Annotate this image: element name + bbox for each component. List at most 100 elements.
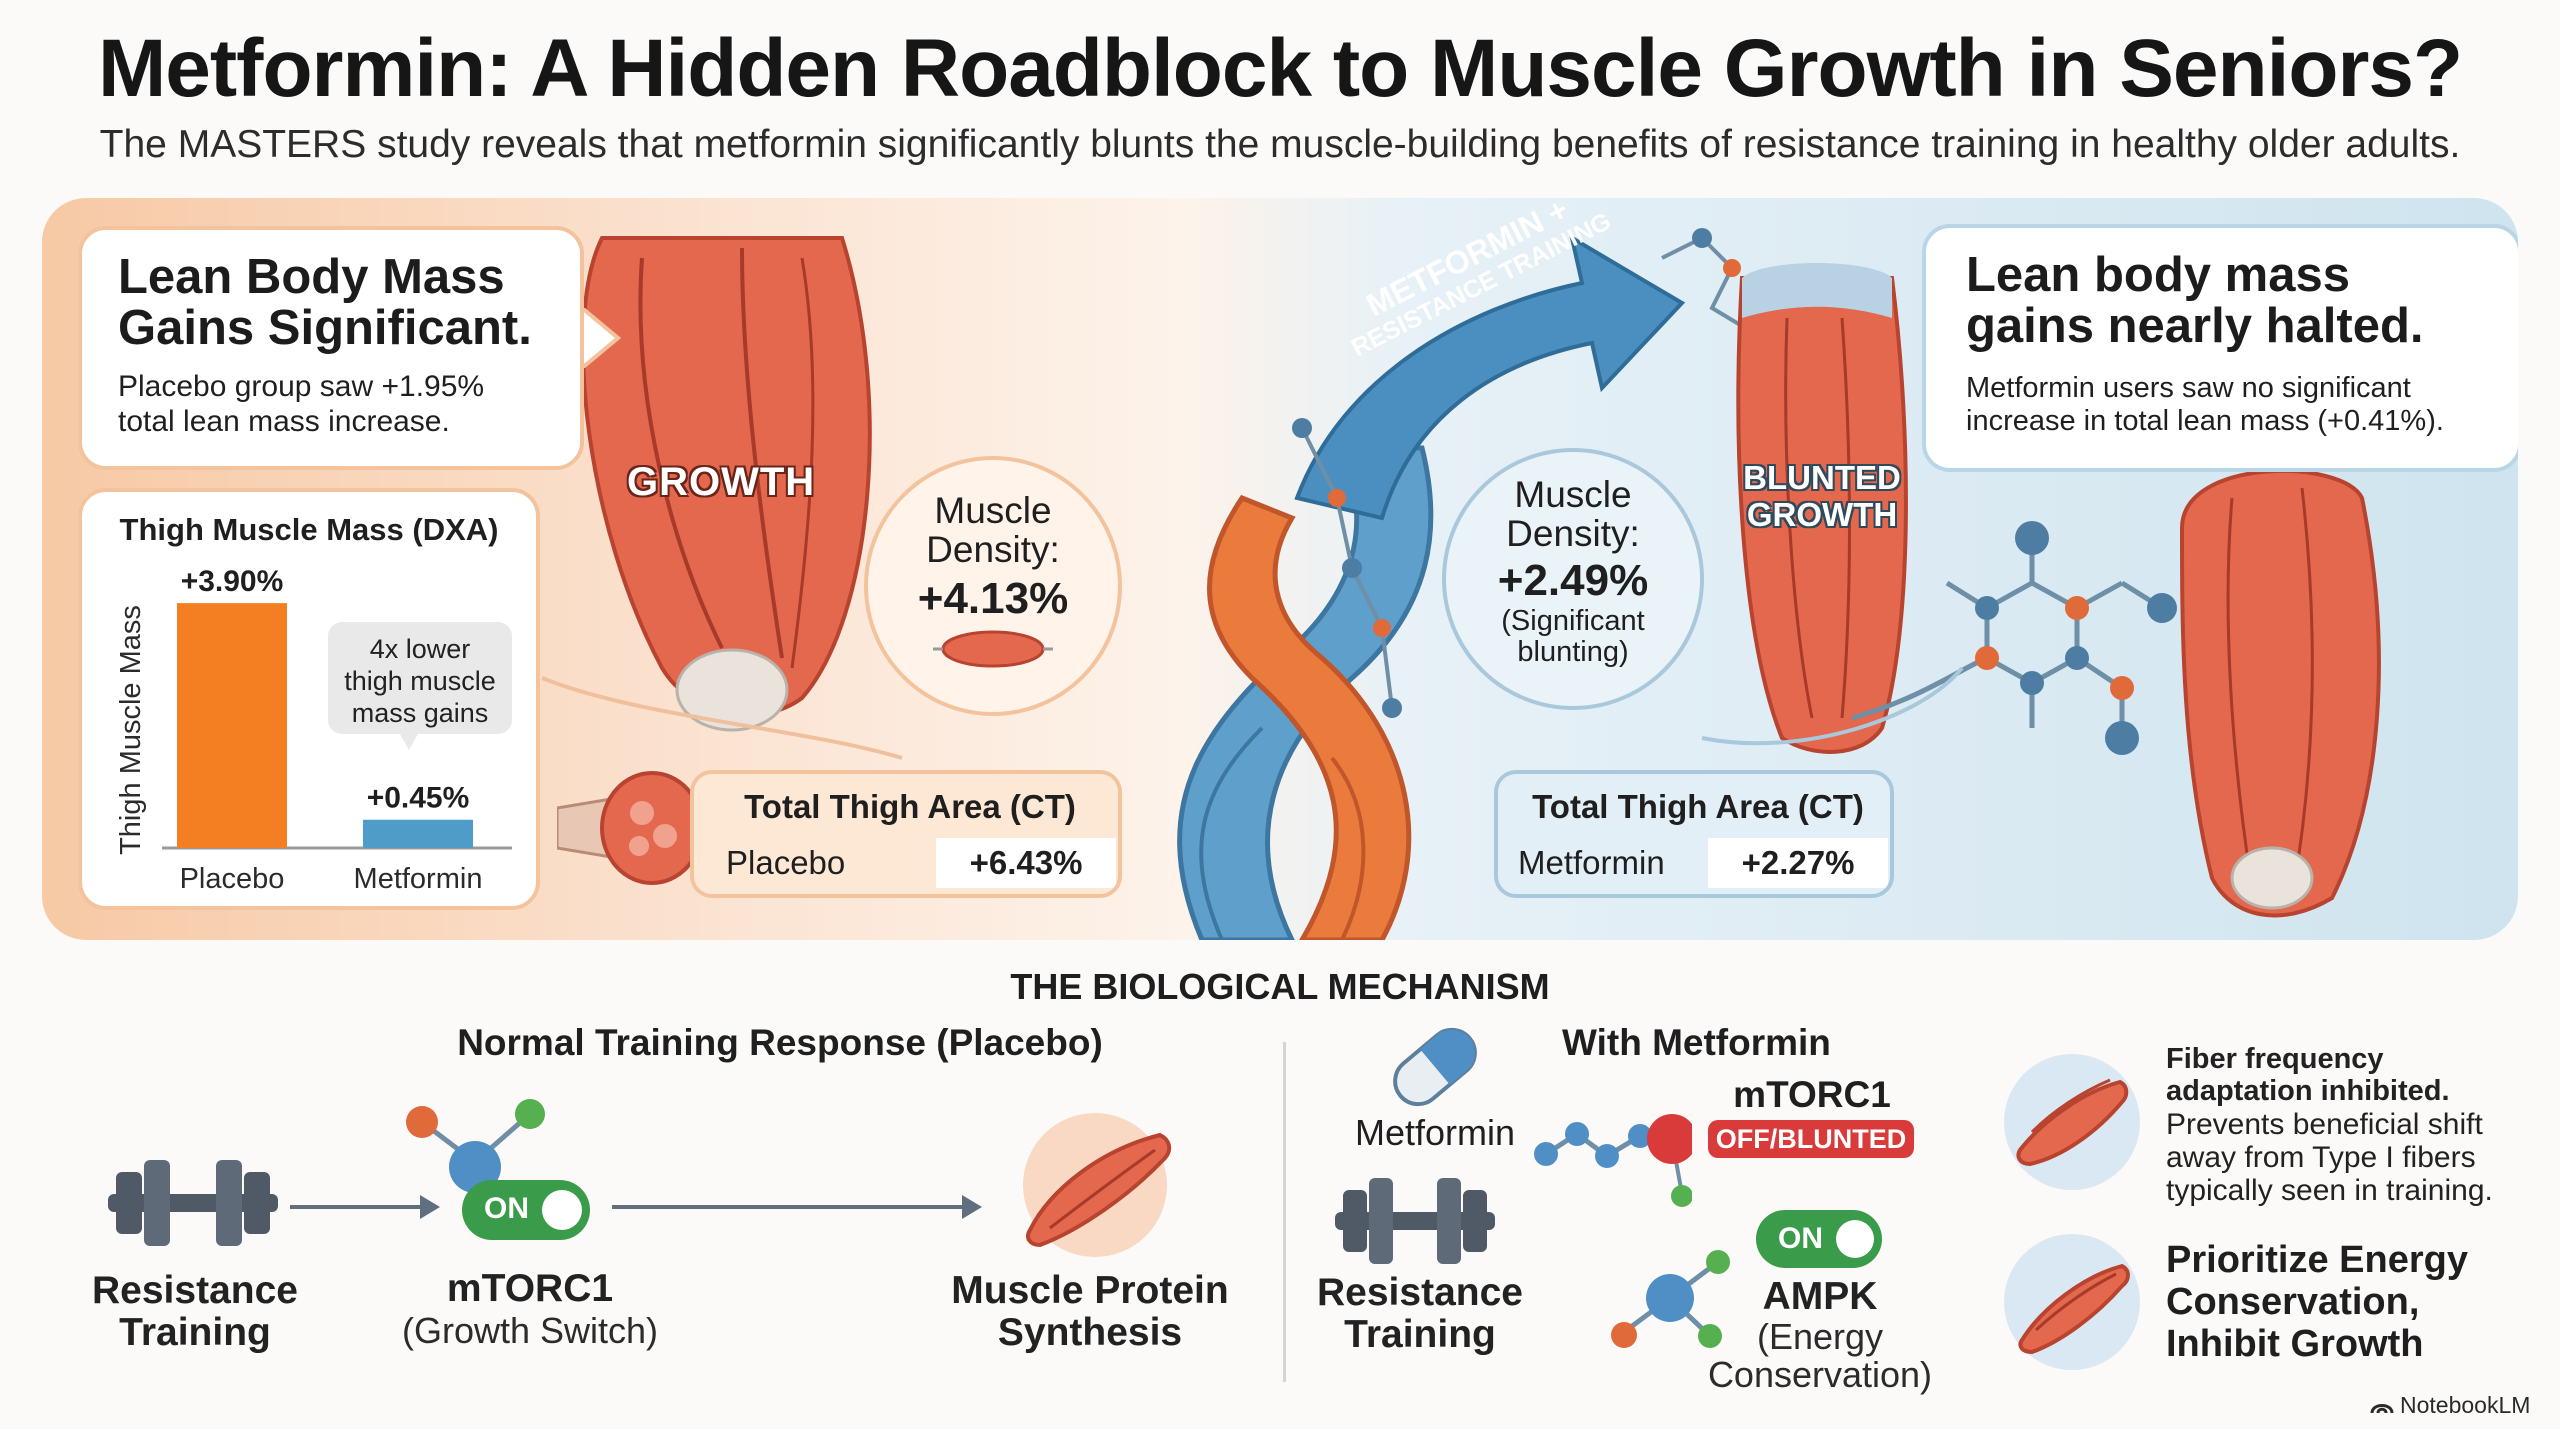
fiber-bold-line2: adaptation inhibited. [2166,1074,2450,1107]
metformin-lbm-text-line2: increase in total lean mass (+0.41%). [1966,405,2444,438]
metformin-density-note-line1: (Significant [1501,604,1645,637]
muscle-protein-icon [1023,1113,1172,1257]
fiber-text-line2: away from Type I fibers [2166,1140,2476,1174]
placebo-lbm-heading-line1: Lean Body Mass [118,250,505,304]
ampk-sub-line2: Conservation) [1707,1353,1933,1395]
prioritize-line3: Inhibit Growth [2166,1322,2424,1365]
metformin-density-note-line2: blunting) [1517,636,1629,668]
metformin-density-label-line1: Muscle [1514,474,1632,515]
blunted-growth-label-line2: GROWTH [1746,495,1898,533]
metformin-thigh-area-group: Metformin [1518,844,1665,881]
mps-label-line2: Synthesis [997,1310,1183,1354]
blunted-growth-label: BLUNTED GROWTH [1722,459,1922,534]
fiber-bold-line1: Fiber frequency [2166,1043,2384,1075]
metformin-thigh-area-box: Total Thigh Area (CT) Metformin +2.27% [1494,770,1894,898]
chart-data-label-metformin: +0.45% [367,782,470,815]
blunted-muscle-icon [1736,263,1908,754]
switch-knob [542,1190,582,1230]
mtorc1-on-switch[interactable]: ON [462,1180,590,1240]
growth-switch-label: (Growth Switch) [401,1310,659,1351]
page-subtitle: The MASTERS study reveals that metformin… [99,123,2461,166]
metformin-density-value: +2.49% [1497,555,1649,605]
thigh-cross-section-icon [557,771,704,885]
metformin-density-label-line2: Density: [1506,512,1640,554]
resistance-training-b-label-line1: Resistance [1317,1271,1523,1314]
ampk-on-switch[interactable]: ON [1756,1210,1882,1268]
prioritize-line2: Conservation, [2166,1280,2420,1323]
growth-label: GROWTH [627,460,816,504]
resistance-training-b-label: Resistance Training [1290,1272,1550,1355]
placebo-density-label-line2: Density: [926,528,1060,570]
chart-title: Thigh Muscle Mass (DXA) [120,512,499,547]
braided-fibers-icon [1177,445,1434,940]
mechanism-title: THE BIOLOGICAL MECHANISM [1010,966,1550,1007]
resistance-training-label-line2: Training [119,1310,271,1354]
normal-response-title: Normal Training Response (Placebo) [457,1022,1103,1063]
chart-canvas: Thigh Muscle Mass (DXA) Thigh Muscle Mas… [115,512,512,895]
metformin-lbm-text-line1: Metformin users saw no significant [1966,372,2411,404]
dumbbell-icon [108,1160,278,1246]
ampk-sub-line1: (Energy [1756,1316,1884,1357]
resistance-training-b-label-line2: Training [1344,1312,1496,1356]
mtorc1-on-label: ON [484,1192,529,1225]
chart-tick-label-metformin: Metformin [354,863,483,895]
chart-annotation-box [328,622,512,734]
muscle-fiber-icon [933,630,1053,668]
metformin-thigh-muscle-icon [2179,469,2381,918]
brand: NotebookLM [2370,1392,2530,1419]
metformin-density-bubble: Muscle Density: +2.49% (Significant blun… [1442,448,1704,710]
ampk-molecule-icon [1611,1250,1730,1348]
chart-y-axis-label: Thigh Muscle Mass [115,605,147,855]
off-blunted-badge: OFF/BLUNTED [1708,1120,1914,1158]
resistance-training-label-line1: Resistance [92,1269,298,1312]
mtorc1-blunted-molecule-icon [1534,1114,1692,1207]
placebo-thigh-muscle-icon [581,236,872,732]
metformin-lbm-callout: Lean body mass gains nearly halted. Metf… [1922,224,2518,472]
placebo-density-value: +4.13% [917,573,1069,623]
arrow-right-long-icon [612,1195,982,1219]
placebo-density-label-line1: Muscle [934,490,1052,531]
placebo-lbm-text-line2: total lean mass increase. [118,404,450,438]
placebo-density-bubble: Muscle Density: +4.13% [864,456,1122,716]
page-title: Metformin: A Hidden Roadblock to Muscle … [97,23,2463,114]
placebo-thigh-area-value: +6.43% [936,838,1116,888]
switch-knob-b [1836,1220,1874,1258]
brand-name: NotebookLM [2400,1392,2531,1418]
mps-label-line1: Muscle Protein [951,1269,1229,1312]
notebooklm-icon [2370,1403,2394,1413]
arrow-right-icon [290,1195,440,1219]
metformin-lbm-heading-line1: Lean body mass [1966,248,2350,302]
placebo-thigh-area-group: Placebo [726,844,846,881]
metformin-lbm-heading-line2: gains nearly halted. [1966,299,2424,354]
ampk-sub-label: (Energy Conservation) [1690,1318,1950,1394]
banner-illustration [541,228,2381,940]
fiber-muscle-icon [2004,1054,2140,1190]
inhibited-muscle-icon [2004,1234,2140,1370]
pill-icon [1393,1027,1477,1107]
chart-bar-metformin [363,819,473,848]
chart-data-label-placebo: +3.90% [181,565,284,598]
metformin-thigh-area-title: Total Thigh Area (CT) [1532,788,1864,825]
muscle-protein-synthesis-label: Muscle Protein Synthesis [930,1270,1250,1353]
metformin-arrow-icon [1294,233,1686,521]
chart-annotation-line3: mass gains [352,698,489,728]
thigh-muscle-chart: Thigh Muscle Mass (DXA) Thigh Muscle Mas… [78,488,540,910]
metformin-label: Metformin [1354,1112,1516,1153]
prioritize-text: Prioritize Energy Conservation, Inhibit … [2166,1239,2468,1365]
placebo-lbm-callout: Lean Body Mass Gains Significant. Placeb… [78,226,584,470]
placebo-thigh-area-box: Total Thigh Area (CT) Placebo +6.43% [690,770,1122,898]
chart-annotation-line2: thigh muscle [344,666,496,696]
ampk-label: AMPK [1762,1275,1878,1318]
mtorc1-label: mTORC1 [446,1267,614,1310]
resistance-training-label: Resistance Training [60,1270,330,1353]
fiber-frequency-text: Fiber frequency adaptation inhibited. Pr… [2166,1043,2493,1207]
fiber-text-line3: typically seen in training. [2166,1173,2493,1207]
mechanism-divider [1283,1042,1286,1382]
metformin-thigh-area-value: +2.27% [1708,838,1888,888]
mtorc1-b-label: mTORC1 [1733,1074,1891,1115]
placebo-thigh-area-title: Total Thigh Area (CT) [744,788,1076,825]
chart-annotation-line1: 4x lower [370,634,471,664]
placebo-lbm-heading-line2: Gains Significant. [118,301,532,356]
placebo-lbm-text-line1: Placebo group saw +1.95% [118,370,485,403]
chart-tick-label-placebo: Placebo [180,863,285,895]
